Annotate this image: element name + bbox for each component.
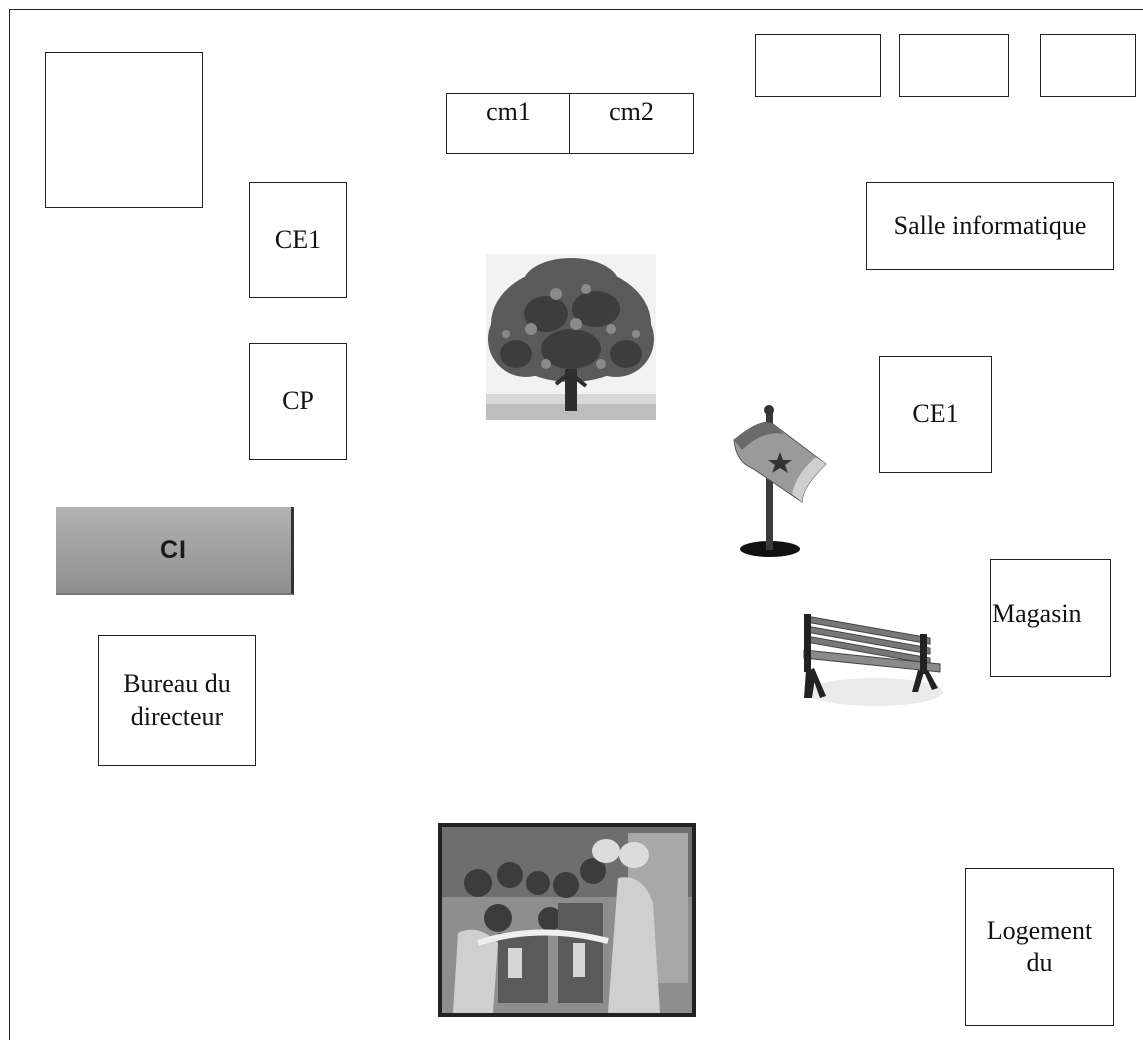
room-salle-informatique-label: Salle informatique (893, 210, 1087, 240)
room-cm2: cm2 (569, 93, 694, 154)
room-cm1: cm1 (446, 93, 571, 154)
room-bureau-directeur-label: Bureau du directeur (123, 668, 231, 733)
room-cm1-label: cm1 (486, 97, 531, 126)
room-salle-informatique: Salle informatique (866, 182, 1114, 270)
school-map-frame (9, 9, 1143, 1040)
children-photo (438, 823, 696, 1017)
empty-room-top-2 (899, 34, 1009, 97)
room-ce1-right-label: CE1 (912, 399, 959, 429)
bureau-line-1: Bureau du (123, 669, 231, 698)
logement-line-1: Logement (986, 915, 1093, 945)
room-logement-label: Logement du (987, 915, 1092, 980)
room-bureau-directeur: Bureau du directeur (98, 635, 256, 766)
room-magasin-label: Magasin (992, 599, 1082, 628)
room-ci-label: CI (160, 535, 187, 564)
room-ce1-left: CE1 (249, 182, 347, 298)
room-magasin: Magasin (990, 559, 1111, 677)
room-ci: CI (56, 507, 294, 595)
room-ce1-left-label: CE1 (274, 224, 322, 254)
room-cp-label: CP (282, 386, 314, 416)
logement-line-2: du (1026, 948, 1053, 977)
room-cm2-label: cm2 (609, 97, 654, 126)
flag-icon (733, 405, 827, 557)
empty-room-top-3 (1040, 34, 1136, 97)
bench-icon (803, 614, 943, 706)
room-ce1-right: CE1 (879, 356, 992, 473)
bureau-line-2: directeur (130, 701, 224, 731)
room-logement: Logement du (965, 868, 1114, 1026)
room-cp: CP (249, 343, 347, 460)
tree-image (486, 254, 656, 420)
empty-room-top-1 (755, 34, 881, 97)
empty-room-top-left (45, 52, 203, 208)
